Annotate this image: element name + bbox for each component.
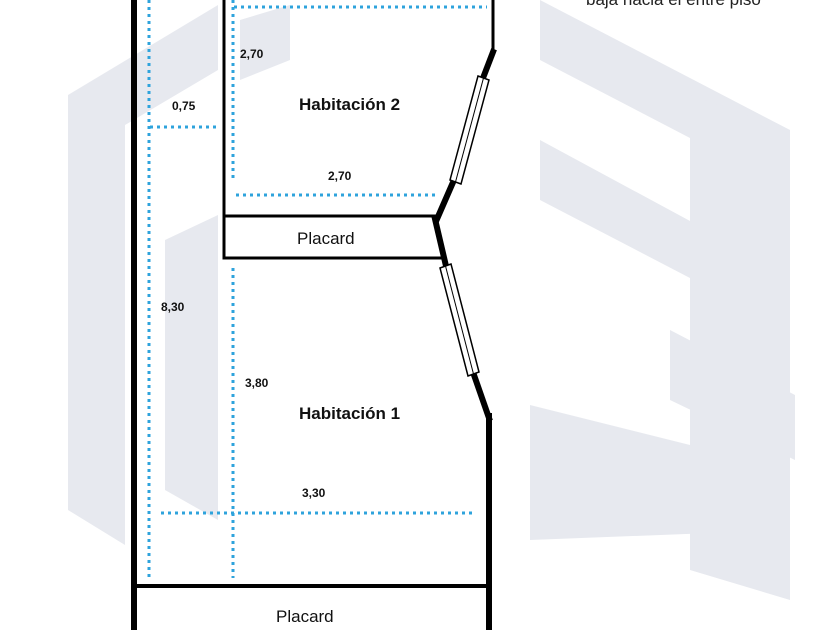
watermark-logo	[68, 0, 795, 600]
placard-lower-label: Placard	[276, 607, 334, 626]
placard-upper-label: Placard	[297, 229, 355, 248]
walls	[131, 0, 497, 630]
lower-angled-wall-bottom	[470, 371, 493, 422]
window-upper-pane	[455, 77, 484, 183]
window-lower-pane	[445, 265, 474, 375]
dim-label-room1-height: 3,80	[245, 376, 269, 390]
dim-label-room2-height: 2,70	[240, 47, 264, 61]
dim-label-total-height: 8,30	[161, 300, 185, 314]
dim-label-room2-width: 2,70	[328, 169, 352, 183]
room2-label: Habitación 2	[299, 95, 400, 114]
dim-label-offset: 0,75	[172, 99, 196, 113]
room1-label: Habitación 1	[299, 404, 400, 423]
upper-angled-wall-top	[479, 48, 497, 82]
dim-label-room1-width: 3,30	[302, 486, 326, 500]
dimension-lines	[147, 0, 487, 578]
lower-angled-wall-top	[431, 215, 450, 270]
windows	[439, 75, 490, 377]
note-text: baja hacia el entre piso	[586, 0, 761, 9]
upper-angled-wall-bottom	[433, 176, 458, 223]
